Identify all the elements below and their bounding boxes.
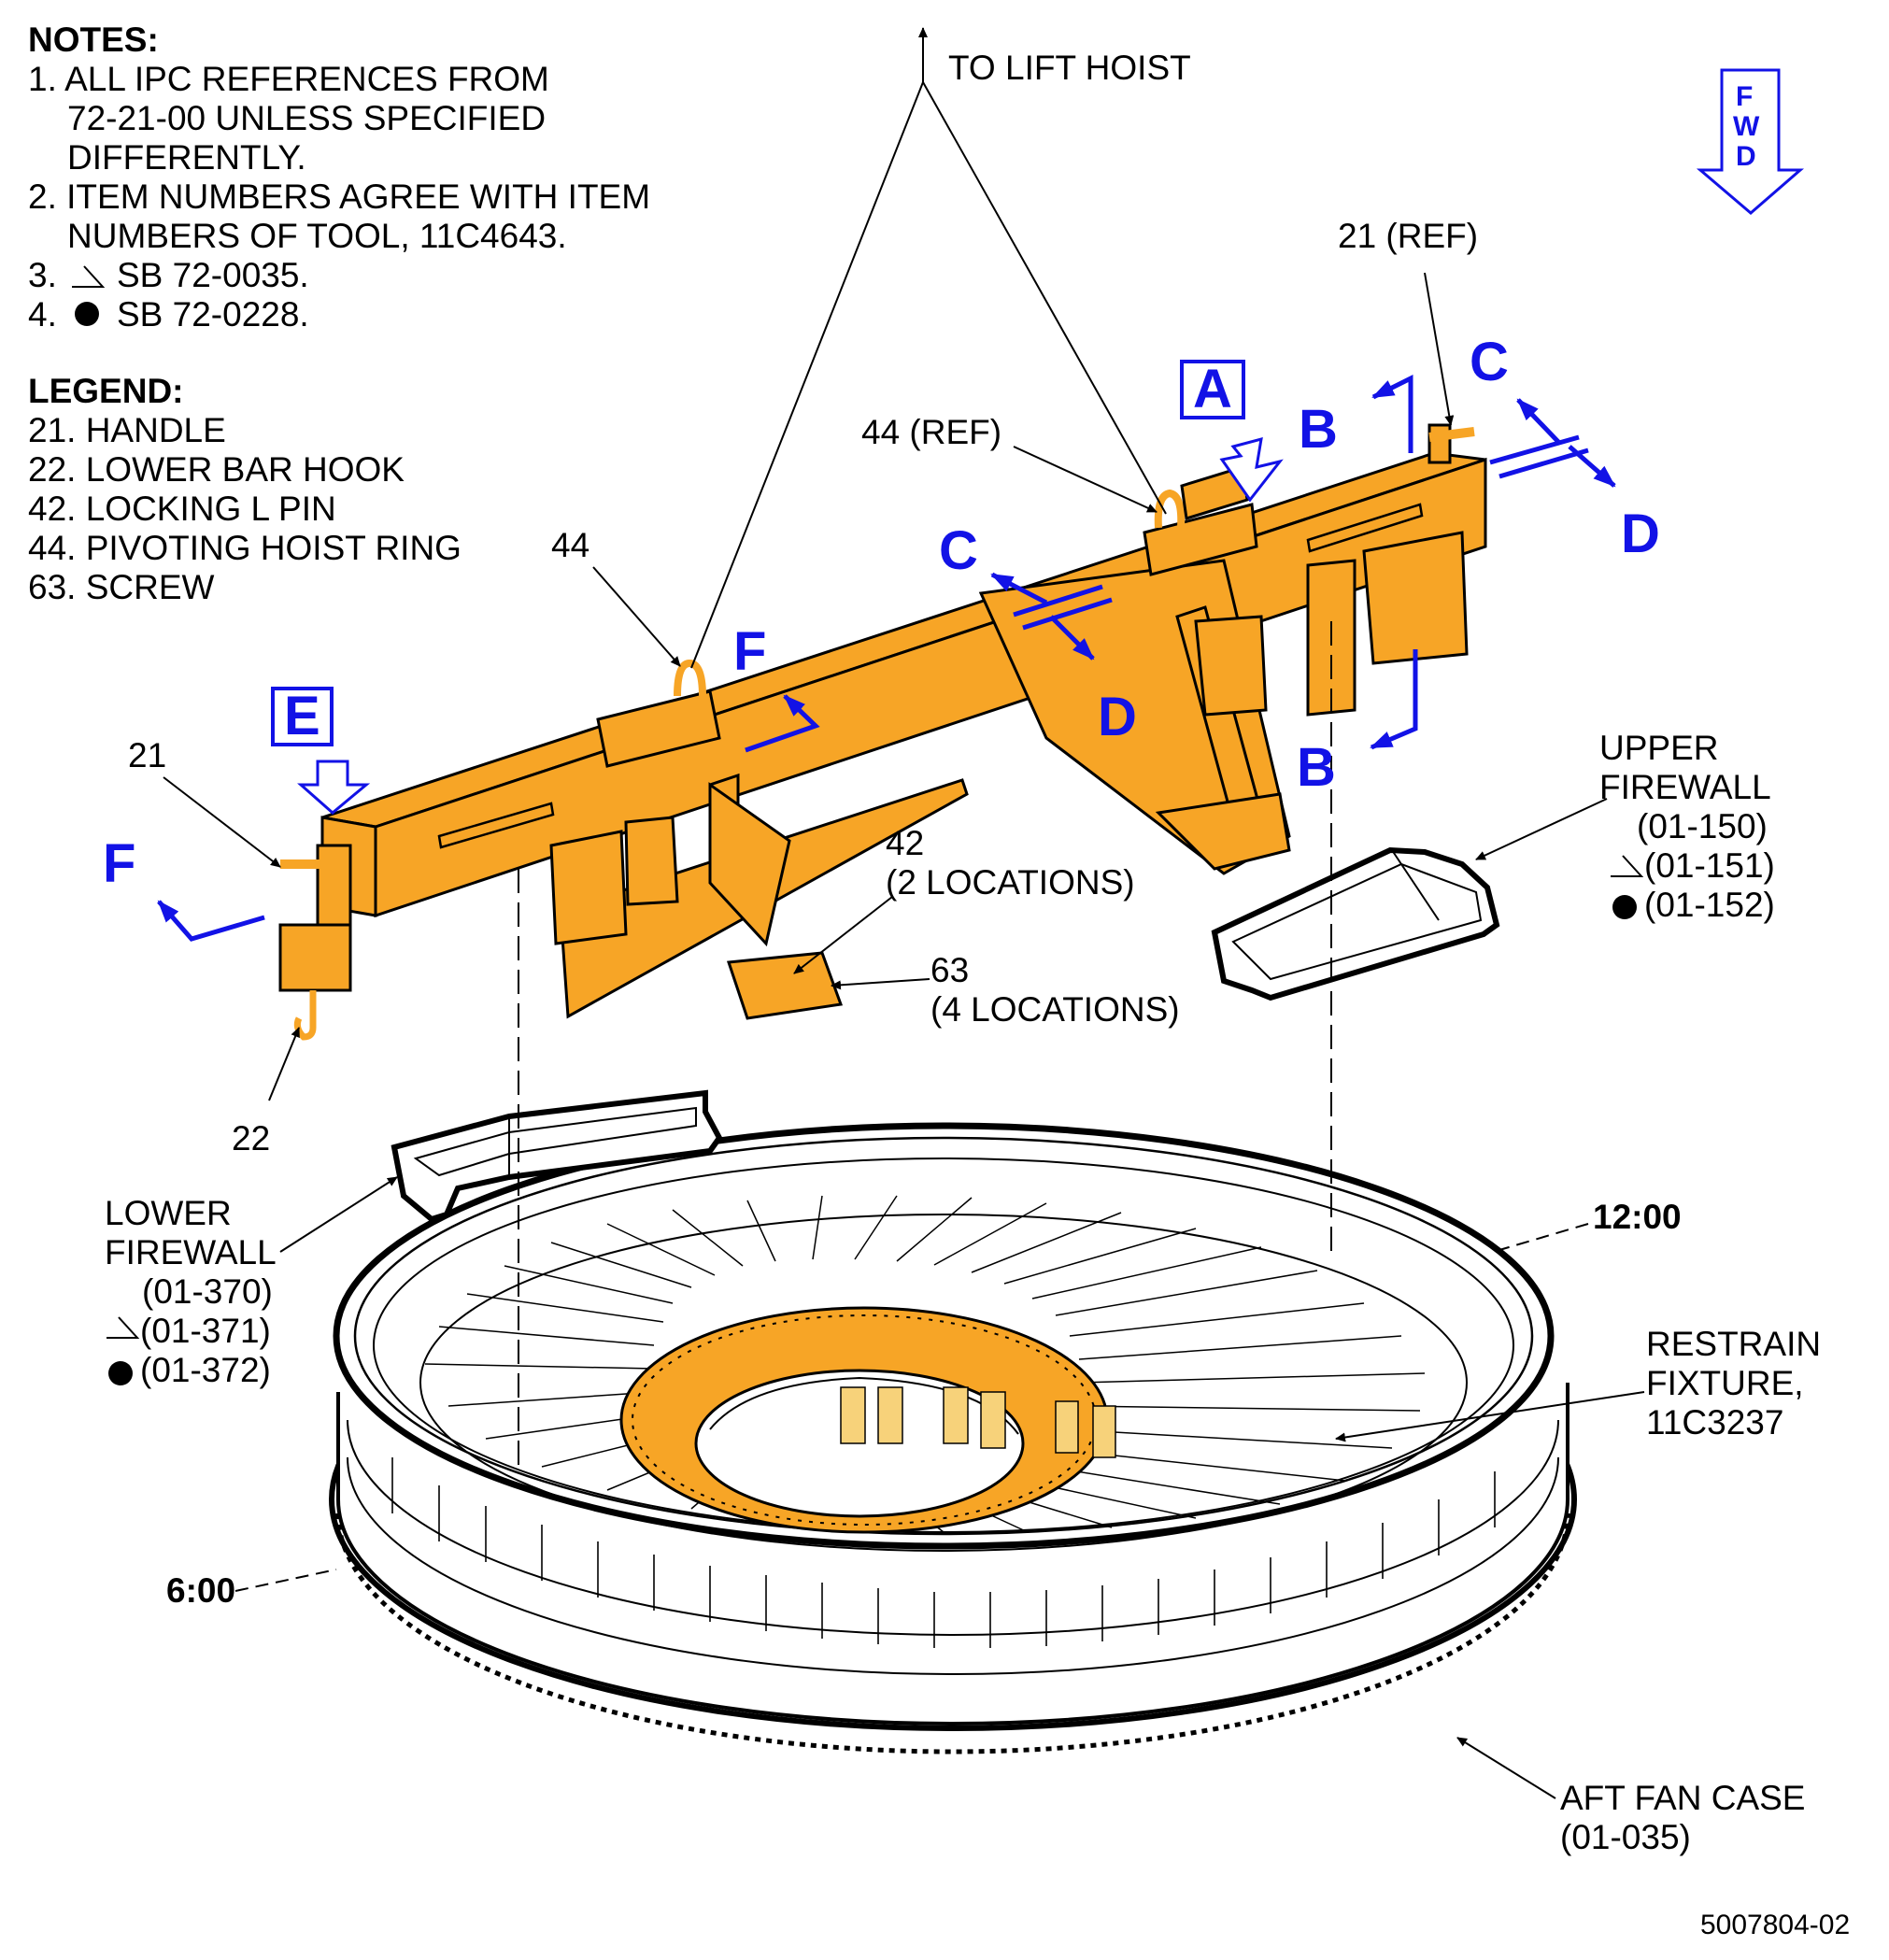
restrain-fixture-part-number: 11C3237: [1646, 1403, 1784, 1442]
restrain-fixture-label: FIXTURE,: [1646, 1364, 1804, 1402]
item-44-label: 44: [551, 526, 590, 564]
note-3-text: SB 72-0035.: [117, 256, 309, 294]
note-2-line-2: NUMBERS OF TOOL, 11C4643.: [67, 217, 567, 255]
forward-arrow-icon: [1696, 68, 1805, 215]
note-3-number: 3.: [28, 256, 57, 294]
upper-firewall-part-number: (01-150): [1637, 807, 1768, 845]
item-42-label: 42: [886, 824, 925, 862]
note-2-line-1: 2. ITEM NUMBERS AGREE WITH ITEM: [28, 178, 651, 216]
view-d-mid-label: D: [1098, 687, 1137, 747]
note-4-text: SB 72-0228.: [117, 295, 309, 334]
item-63-label: 63: [930, 951, 970, 989]
note-4-number: 4.: [28, 295, 57, 334]
upper-firewall-label: UPPER: [1599, 729, 1719, 767]
view-f-mid-label: F: [733, 621, 767, 682]
lower-firewall-part-number: (01-370): [142, 1272, 273, 1311]
item-63-locations: (4 LOCATIONS): [930, 990, 1180, 1029]
item-21-label: 21: [128, 736, 167, 774]
view-d-right-label: D: [1621, 504, 1660, 564]
aft-fan-case: [329, 1122, 1577, 1754]
aft-fan-case-label: AFT FAN CASE: [1560, 1779, 1806, 1817]
legend-item: 21. HANDLE: [28, 411, 226, 449]
legend-item: 63. SCREW: [28, 568, 215, 606]
lower-firewall-part: [391, 1089, 723, 1223]
lower-firewall-label: FIREWALL: [105, 1233, 277, 1271]
view-indicators: [157, 374, 1616, 942]
upper-firewall-label: FIREWALL: [1599, 768, 1771, 806]
fwd-letter-f: F: [1736, 81, 1754, 112]
legend-heading: LEGEND:: [28, 372, 184, 410]
note-1-line-3: DIFFERENTLY.: [67, 138, 306, 177]
view-e-label: E: [271, 687, 334, 746]
view-c-mid-label: C: [939, 520, 978, 581]
item-44-ref-label: 44 (REF): [861, 413, 1002, 451]
view-c-right-label: C: [1470, 332, 1509, 392]
upper-firewall-part: [1211, 846, 1500, 1001]
sb-dot-icons: [75, 302, 1637, 1385]
upper-firewall-part-number: (01-152): [1644, 886, 1775, 924]
lift-beam-tool: [278, 423, 1487, 1041]
notes-heading: NOTES:: [28, 21, 159, 59]
lower-firewall-part-number: (01-372): [140, 1351, 271, 1389]
to-lift-hoist-label: TO LIFT HOIST: [948, 49, 1191, 87]
legend-item: 22. LOWER BAR HOOK: [28, 450, 405, 489]
note-1-line-1: 1. ALL IPC REFERENCES FROM: [28, 60, 549, 98]
item-21-ref-label: 21 (REF): [1338, 217, 1479, 255]
item-42-locations: (2 LOCATIONS): [886, 863, 1135, 902]
legend-item: 42. LOCKING L PIN: [28, 490, 336, 528]
view-b-top-label: B: [1299, 399, 1338, 460]
lower-firewall-part-number: (01-371): [140, 1312, 271, 1350]
aft-fan-case-part-number: (01-035): [1560, 1818, 1691, 1856]
clock-12-label: 12:00: [1593, 1198, 1682, 1236]
view-f-left-label: F: [103, 833, 136, 894]
figure-id: 5007804-02: [1700, 1910, 1851, 1940]
view-a-label: A: [1180, 360, 1245, 419]
legend-item: 44. PIVOTING HOIST RING: [28, 529, 462, 567]
note-1-line-2: 72-21-00 UNLESS SPECIFIED: [67, 99, 547, 137]
view-b-bottom-label: B: [1297, 737, 1336, 798]
clock-6-label: 6:00: [166, 1571, 236, 1610]
leader-lines: [163, 27, 1645, 1799]
lower-firewall-label: LOWER: [105, 1194, 232, 1232]
sb-triangle-icons: [72, 265, 1644, 1339]
restrain-fixture-label: RESTRAIN: [1646, 1325, 1822, 1363]
upper-firewall-part-number: (01-151): [1644, 846, 1775, 885]
fwd-letter-d: D: [1736, 141, 1756, 172]
fwd-letter-w: W: [1733, 111, 1760, 142]
item-22-label: 22: [232, 1119, 271, 1158]
